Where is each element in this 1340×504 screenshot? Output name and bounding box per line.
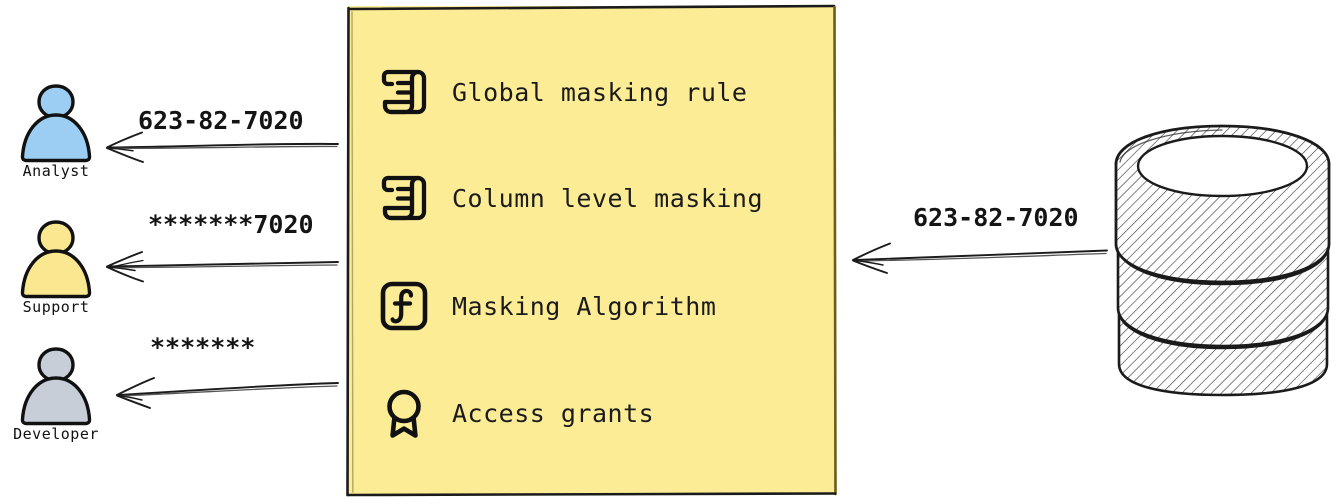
arrow-label: *******	[150, 333, 256, 362]
masking-policy-panel[interactable]: Global masking rule Column level masking…	[348, 6, 835, 494]
arrow-line	[852, 242, 1108, 274]
arrow-from-database: 623-82-7020	[845, 203, 1110, 275]
db-segment-top	[1114, 124, 1331, 284]
database-cylinder[interactable]	[1110, 118, 1335, 398]
arrow-label: 623-82-7020	[138, 106, 304, 135]
policy-label: Global masking rule	[452, 77, 748, 107]
person-icon	[20, 347, 92, 426]
scroll-icon	[381, 175, 427, 221]
arrow-to-developer: *******	[110, 333, 340, 415]
actor-analyst[interactable]: Analyst	[6, 82, 106, 180]
policy-row[interactable]: Global masking rule	[378, 66, 818, 118]
policy-label: Access grants	[452, 398, 655, 428]
policy-row[interactable]: Column level masking	[378, 172, 818, 224]
actor-label: Support	[22, 298, 90, 316]
arrow-label: *******7020	[148, 210, 314, 239]
arrow-to-support: *******7020	[100, 210, 340, 292]
person-icon	[20, 220, 92, 299]
arrow-line	[106, 251, 339, 283]
award-ribbon-icon	[387, 389, 421, 438]
policy-label: Masking Algorithm	[452, 291, 717, 321]
actor-developer[interactable]: Developer	[6, 345, 106, 443]
person-icon	[20, 84, 92, 163]
policy-row[interactable]: Masking Algorithm	[378, 280, 818, 332]
arrow-line	[116, 377, 339, 409]
actor-label: Developer	[13, 425, 99, 443]
arrow-line	[106, 131, 339, 163]
actor-support[interactable]: Support	[6, 218, 106, 316]
policy-label: Column level masking	[452, 183, 764, 213]
policy-row[interactable]: Access grants	[378, 387, 818, 439]
actor-label: Analyst	[22, 162, 90, 180]
function-icon	[380, 281, 428, 331]
arrow-label: 623-82-7020	[913, 203, 1079, 232]
arrow-to-analyst: 623-82-7020	[100, 106, 340, 172]
scroll-icon	[381, 69, 427, 115]
